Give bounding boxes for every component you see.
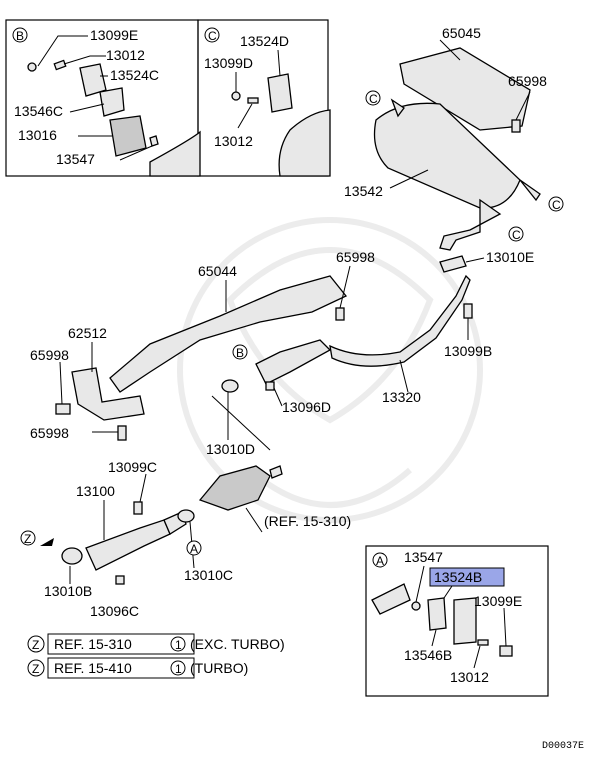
inset-a-label-13547: 13547 (404, 549, 443, 565)
marker-b-main: B (232, 344, 248, 360)
svg-text:Z: Z (32, 662, 39, 676)
inset-b: B 13099E 13012 13524C 13546C 13016 13547 (5, 19, 329, 177)
label-13096c: 13096C (90, 603, 139, 619)
gasket-13010b: 13010B (44, 547, 92, 599)
svg-text:Z: Z (32, 638, 39, 652)
svg-text:B: B (236, 346, 244, 360)
label-13010e: 13010E (486, 249, 534, 265)
gasket-13010d: 13010D (206, 379, 271, 457)
inset-b-marker: B (16, 29, 24, 43)
inset-b-label-13524c: 13524C (110, 67, 159, 83)
inset-b-label-13546c: 13546C (14, 103, 63, 119)
note-turbo: Z REF. 15-410 1 (TURBO) (27, 657, 248, 679)
inset-b-label-13016: 13016 (18, 127, 57, 143)
label-13010d: 13010D (206, 441, 255, 457)
label-13320: 13320 (382, 389, 421, 405)
label-65045: 65045 (442, 25, 481, 41)
label-65998-b: 65998 (336, 249, 375, 265)
svg-text:C: C (512, 228, 521, 242)
front-pipe-13100: 13100 13099C 13010C (76, 459, 233, 583)
heat-protector-65044: 65044 65998 (109, 249, 375, 393)
label-13096d: 13096D (282, 399, 331, 415)
label-65044: 65044 (198, 263, 237, 279)
svg-text:(EXC. TURBO): (EXC. TURBO) (190, 636, 285, 652)
catalytic-converter: (REF. 15-310) (198, 465, 351, 533)
inset-b-label-13012: 13012 (106, 47, 145, 63)
svg-text:REF. 15-410: REF. 15-410 (54, 660, 132, 676)
marker-c-2: C (548, 196, 564, 212)
inset-c-label-13524d: 13524D (240, 33, 289, 49)
note-exc-turbo: Z REF. 15-310 1 (EXC. TURBO) (27, 633, 285, 655)
svg-text:(TURBO): (TURBO) (190, 660, 248, 676)
inset-c-label-13012: 13012 (214, 133, 253, 149)
label-13099c: 13099C (108, 459, 157, 475)
label-13100: 13100 (76, 483, 115, 499)
inset-a-label-13012: 13012 (450, 669, 489, 685)
inset-a-label-13524b: 13524B (434, 569, 482, 585)
inset-a: A 13547 13524B 13099E 13546B 13012 (365, 545, 549, 697)
inset-a-label-13546b: 13546B (404, 647, 452, 663)
label-65998-a: 65998 (508, 73, 547, 89)
inset-c-label-13099d: 13099D (204, 55, 253, 71)
label-65998-c: 65998 (30, 347, 69, 363)
svg-text:REF. 15-310: REF. 15-310 (54, 636, 132, 652)
bolt-13099b: 13099B (444, 303, 492, 359)
inset-b-label-13547: 13547 (56, 151, 95, 167)
diagram-code: D00037E (542, 741, 584, 752)
inset-b-label-13099e: 13099E (90, 27, 138, 43)
inset-c-marker: C (208, 29, 217, 43)
inset-a-label-13099e: 13099E (474, 593, 522, 609)
direction-arrow-icon (40, 538, 54, 546)
label-62512: 62512 (68, 325, 107, 341)
marker-z-main: Z (20, 530, 54, 546)
main-muffler-13542: 13542 (344, 98, 541, 251)
gasket-13010e: 13010E (439, 249, 534, 273)
label-13542: 13542 (344, 183, 383, 199)
label-13010b: 13010B (44, 583, 92, 599)
marker-c-1: C (365, 90, 381, 106)
inset-c: C 13524D 13099D 13012 (204, 27, 331, 177)
label-13099b: 13099B (444, 343, 492, 359)
marker-c-3: C (508, 226, 524, 242)
svg-text:Z: Z (24, 532, 31, 546)
marker-a-main: A (186, 540, 202, 556)
bracket-62512: 62512 65998 65998 (30, 325, 145, 441)
ref-15-310-mid: (REF. 15-310) (264, 513, 351, 529)
inset-a-marker: A (376, 554, 384, 568)
svg-text:A: A (190, 542, 198, 556)
svg-text:C: C (552, 198, 561, 212)
highlight-13524b (429, 567, 505, 587)
label-13010c: 13010C (184, 567, 233, 583)
svg-text:1: 1 (175, 638, 182, 652)
center-pipe-13320: 13320 13096D (255, 274, 471, 415)
nut-13096c: 13096C (90, 575, 139, 619)
label-65998-d: 65998 (30, 425, 69, 441)
svg-text:1: 1 (175, 662, 182, 676)
heat-protector-65045: 65045 65998 (399, 25, 547, 133)
svg-text:C: C (369, 92, 378, 106)
